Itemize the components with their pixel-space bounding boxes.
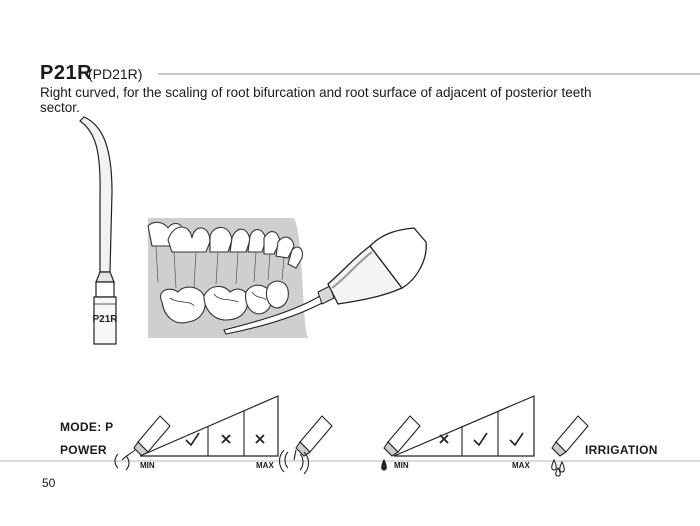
title-rule — [158, 73, 700, 75]
irrigation-label: IRRIGATION — [585, 443, 658, 457]
handpiece-power-min-icon — [114, 415, 171, 471]
irrigation-level-3-check-icon — [509, 432, 524, 447]
page-number: 50 — [42, 476, 56, 490]
mode-label: MODE: P — [60, 420, 114, 434]
title-row: P21R (PD21R) — [40, 62, 700, 86]
irrigation-min-label: MIN — [394, 461, 409, 470]
power-label: POWER — [60, 443, 107, 457]
irrigation-level-1-cross-icon — [439, 434, 449, 444]
power-level-3-cross-icon — [255, 434, 265, 444]
irrigation-max-label: MAX — [512, 461, 530, 470]
model-alt-code: (PD21R) — [88, 66, 143, 82]
power-level-2-cross-icon — [221, 434, 231, 444]
handpiece-irrigation-max-icon — [551, 415, 589, 477]
irrigation-level-2-check-icon — [473, 432, 488, 447]
handpiece-irrigation-min-icon — [381, 415, 421, 471]
scaler-tip-illustration: P21R — [79, 116, 118, 345]
model-code: P21R — [40, 62, 93, 84]
description: Right curved, for the scaling of root bi… — [40, 85, 592, 115]
handpiece-power-max-icon — [278, 415, 333, 475]
power-max-label: MAX — [256, 461, 274, 470]
power-min-label: MIN — [140, 461, 155, 470]
power-scale: MIN MAX — [139, 395, 279, 470]
irrigation-scale: MIN MAX — [393, 395, 535, 470]
jaw-illustration — [147, 218, 427, 338]
settings-graphic: MIN MAX MIN MAX — [0, 395, 700, 477]
power-level-1-check-icon — [185, 432, 200, 447]
tip-engraving: P21R — [92, 314, 118, 325]
